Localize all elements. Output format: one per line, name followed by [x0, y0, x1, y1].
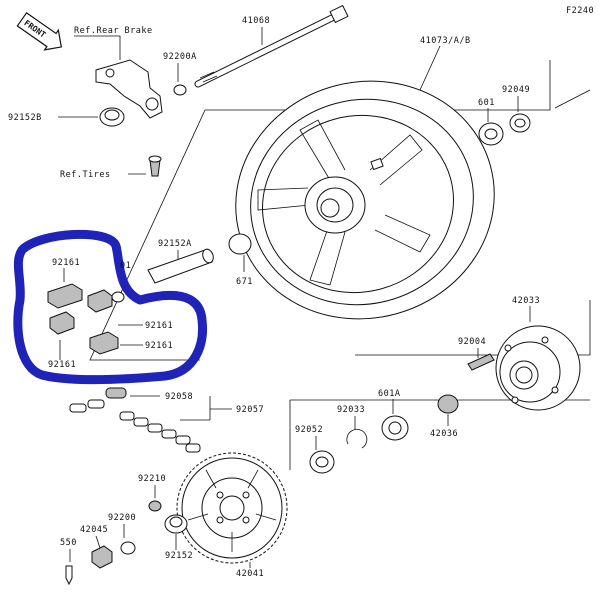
part-92052-seal: 92052 [295, 425, 335, 474]
part-92057-chain: 92058 92057 [69, 387, 264, 453]
part-42041-sprocket: 42041 [176, 452, 288, 579]
label-92152: 92152 [165, 551, 193, 561]
label-42041: 42041 [236, 569, 264, 579]
label-92152b: 92152B [8, 113, 42, 123]
part-92152a: 92152A [147, 239, 214, 284]
label-92200: 92200 [108, 513, 136, 523]
label-92161-c: 92161 [145, 341, 173, 351]
label-42045: 42045 [80, 525, 108, 535]
label-92200a: 92200A [163, 52, 197, 62]
part-92049: 92049 [502, 85, 531, 133]
label-92161-a: 92161 [52, 258, 80, 268]
label-42036: 42036 [430, 429, 458, 439]
label-601a: 601A [378, 389, 400, 399]
label-671: 671 [236, 277, 253, 287]
part-671-oring: 671 [228, 233, 253, 287]
damper-group-92161: 92161 01 92161 92161 92161 [13, 229, 207, 385]
part-41068-axle: 41068 [194, 4, 349, 88]
label-41073: 41073/A/B [420, 36, 471, 46]
part-42045-nut: 42045 [80, 525, 113, 569]
part-42036-collar: 42036 [430, 394, 459, 439]
label-601-top: 601 [478, 98, 495, 108]
label-92058: 92058 [165, 392, 193, 402]
label-42033: 42033 [512, 296, 540, 306]
label-92033: 92033 [337, 405, 365, 415]
bracket-pivot-icon [145, 97, 159, 111]
label-550: 550 [60, 538, 77, 548]
front-direction-badge: FRONT [16, 11, 62, 51]
label-92049: 92049 [502, 85, 530, 95]
label-92210: 92210 [138, 474, 166, 484]
highlight-outline [13, 229, 207, 385]
part-92210: 92210 [138, 474, 166, 512]
bracket-hole-icon [105, 68, 115, 78]
figure-code: F2240 [566, 6, 594, 16]
ref-rear-brake-label: Ref.Rear Brake [74, 26, 153, 36]
label-92052: 92052 [295, 425, 323, 435]
part-601a-bearing: 601A [378, 389, 409, 441]
part-92200a: 92200A [163, 52, 197, 96]
part-92004-stud: 92004 [458, 337, 495, 371]
ref-tires-label: Ref.Tires [60, 170, 111, 180]
part-92200: 92200 [108, 513, 136, 555]
part-92152b: 92152B [8, 107, 125, 127]
part-601-top: 601 [478, 98, 504, 146]
label-92152a: 92152A [158, 239, 192, 249]
label-92161-partial: 01 [120, 261, 131, 271]
label-92161-b: 92161 [145, 321, 173, 331]
part-92033-circlip: 92033 [337, 405, 368, 449]
part-92152: 92152 [164, 514, 193, 561]
label-92161-d: 92161 [48, 360, 76, 370]
part-41073-wheel: 41073/A/B [235, 36, 495, 320]
label-92057: 92057 [236, 405, 264, 415]
chain-links [69, 387, 201, 453]
tire-valve-ref: Ref.Tires [60, 155, 162, 180]
part-42033-hub: 42033 [495, 296, 581, 411]
label-41068: 41068 [242, 16, 270, 26]
rear-brake-ref: Ref.Rear Brake [74, 26, 163, 119]
label-92004: 92004 [458, 337, 486, 347]
part-550-bolt: 550 [60, 538, 77, 586]
